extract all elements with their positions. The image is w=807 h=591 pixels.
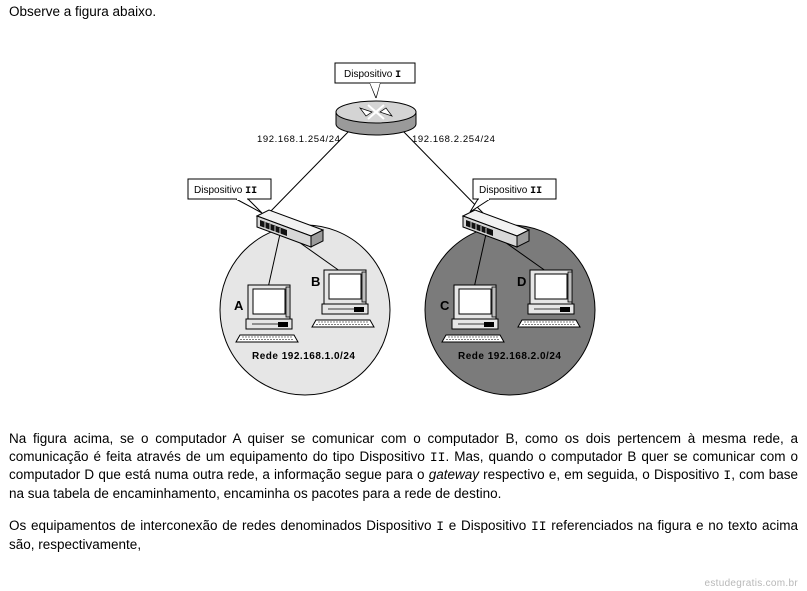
watermark: estudegratis.com.br xyxy=(704,578,798,589)
computer-b-letter: B xyxy=(311,274,320,289)
router-icon xyxy=(335,100,417,136)
p2-device-i: I xyxy=(436,519,445,534)
svg-text:Dispositivo II: Dispositivo II xyxy=(194,185,257,197)
p2-text-1: Os equipamentos de interconexão de redes… xyxy=(9,518,437,533)
switch-right-label-roman: II xyxy=(530,186,542,197)
paragraph-1: Na figura acima, se o computador A quise… xyxy=(9,430,798,502)
p2-device-ii: II xyxy=(530,519,547,534)
computer-d-letter: D xyxy=(517,274,526,289)
network-right-label: Rede 192.168.2.0/24 xyxy=(458,351,561,362)
p2-text-2: e Dispositivo xyxy=(444,518,531,533)
p1-text-2: . Mas, quando o computador B quer se com… xyxy=(9,448,798,483)
router-label-prefix: Dispositivo xyxy=(344,69,395,80)
switch-right-label: Dispositivo II xyxy=(469,178,557,213)
p1-device-i: I xyxy=(723,468,732,483)
paragraph-2: Os equipamentos de interconexão de redes… xyxy=(9,517,798,553)
p1-text-4: , com base na sua tabela de encaminhamen… xyxy=(9,467,799,501)
svg-text:Dispositivo II: Dispositivo II xyxy=(479,185,542,197)
switch-right-label-prefix: Dispositivo xyxy=(479,185,530,196)
network-left-label: Rede 192.168.1.0/24 xyxy=(252,351,355,362)
p1-gateway: gateway xyxy=(428,467,480,482)
router-label: Dispositivo I xyxy=(334,62,416,99)
ip-right-label: 192.168.2.254/24 xyxy=(412,134,496,145)
network-diagram: Dispositivo I 192.168.1.254/24 192.168.2… xyxy=(187,62,596,396)
switch-left-label-roman: II xyxy=(245,186,257,197)
switch-left-label-prefix: Dispositivo xyxy=(194,185,245,196)
p2-text-3: referenciados na figura e no texto acima… xyxy=(9,518,798,552)
switch-left-label: Dispositivo II xyxy=(187,178,272,214)
computer-a-letter: A xyxy=(234,298,244,313)
p1-text-3: respectivo e, em seguida, o Dispositivo xyxy=(479,467,724,482)
router-label-roman: I xyxy=(395,70,401,81)
svg-text:Dispositivo I: Dispositivo I xyxy=(344,69,401,81)
intro-text: Observe a figura abaixo. xyxy=(9,4,157,19)
p1-device-ii: II xyxy=(429,449,446,465)
ip-left-label: 192.168.1.254/24 xyxy=(257,134,341,145)
p1-text-1: Na figura acima, se o computador A quise… xyxy=(9,431,798,464)
computer-c-letter: C xyxy=(440,298,450,313)
